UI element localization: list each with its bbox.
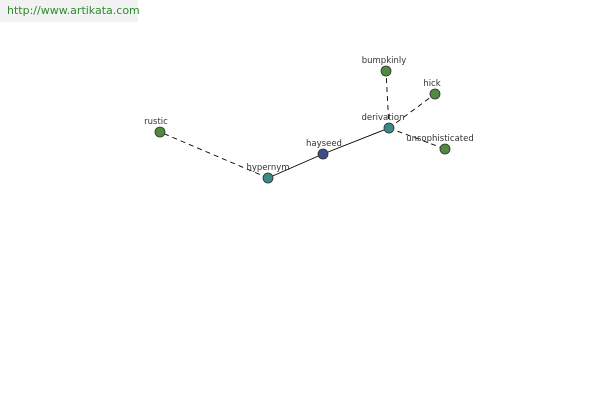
node-derivation[interactable]: derivation [361, 113, 405, 134]
node-dot-hick[interactable] [429, 88, 441, 100]
node-dot-hayseed[interactable] [317, 148, 329, 160]
edge-hypernym-rustic [159, 131, 269, 179]
node-hypernym[interactable]: hypernym [246, 163, 290, 184]
node-rustic[interactable]: rustic [144, 117, 168, 138]
node-label-derivation: derivation [361, 113, 404, 123]
node-label-bumpkinly: bumpkinly [362, 56, 407, 66]
node-label-hypernym: hypernym [246, 163, 289, 173]
node-label-hick: hick [423, 79, 440, 89]
node-unsophisticated[interactable]: unsophisticated [406, 134, 474, 155]
node-dot-unsophisticated[interactable] [439, 143, 451, 155]
nodes-layer: hayseed hypernym derivation rustic bumpkinly… [144, 56, 474, 184]
edge-derivation-hick [388, 93, 436, 129]
node-hayseed[interactable]: hayseed [306, 139, 342, 160]
node-dot-rustic[interactable] [154, 126, 166, 138]
site-url-link[interactable]: http://www.artikata.com [0, 0, 140, 22]
edges-layer [159, 70, 446, 179]
edge-derivation-bumpkinly [385, 70, 390, 129]
node-label-unsophisticated: unsophisticated [406, 134, 474, 144]
node-hick[interactable]: hick [423, 79, 441, 100]
node-dot-hypernym[interactable] [262, 172, 274, 184]
edge-hayseed-derivation [322, 127, 390, 155]
edge-derivation-unsophisticated [388, 127, 446, 150]
node-label-hayseed: hayseed [306, 139, 342, 149]
node-dot-bumpkinly[interactable] [380, 65, 392, 77]
node-label-rustic: rustic [144, 117, 168, 127]
node-dot-derivation[interactable] [383, 122, 395, 134]
edge-hayseed-hypernym [267, 153, 324, 179]
node-bumpkinly[interactable]: bumpkinly [362, 56, 407, 77]
